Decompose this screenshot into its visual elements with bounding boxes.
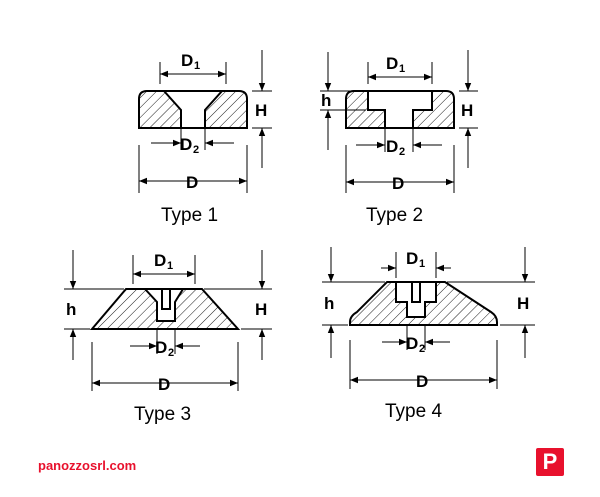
type-2-caption: Type 2 [366,205,423,226]
type-3-caption: Type 3 [134,404,191,425]
type-2-d2-label: D 2 [386,137,405,158]
svg-text:D: D [386,54,398,73]
svg-text:D: D [154,251,166,270]
svg-text:1: 1 [194,60,200,72]
svg-text:2: 2 [168,347,174,359]
type-4-d1-label: D 1 [406,249,425,270]
type-3-diagram: D 1 D 2 D h H Type 3 [64,250,272,425]
type-3-d1-label: D 1 [154,251,173,272]
type-3-h-label: H [255,300,267,319]
type-1-d2-label: D 2 [180,135,199,156]
type-1-diagram: D 1 D 2 D H Type 1 [138,50,272,226]
type-1-h-label: H [255,101,267,120]
svg-text:1: 1 [419,258,425,270]
type-2-d1-label: D 1 [386,54,405,75]
type-4-caption: Type 4 [385,401,442,422]
svg-text:D: D [386,137,398,156]
type-3-d-label: D [158,375,170,394]
type-4-d-label: D [416,372,428,391]
svg-text:D: D [155,338,167,357]
svg-text:D: D [181,51,193,70]
svg-text:D: D [406,334,418,353]
brand-logo-letter: P [542,449,558,474]
type-3-h-small-label: h [66,300,76,319]
type-4-h-small-label: h [324,294,334,313]
svg-text:1: 1 [167,260,173,272]
website-link[interactable]: panozzosrl.com [38,458,137,473]
type-2-h-small-label: h [321,91,331,110]
type-1-d-label: D [186,173,198,192]
type-3-d2-label: D 2 [155,338,174,359]
type-4-d2-label: D 2 [406,334,425,355]
type-4-h-label: H [517,294,529,313]
type-4-diagram: D 1 D 2 D h H Type 4 [322,247,535,422]
svg-text:2: 2 [419,343,425,355]
type-2-diagram: D 1 D 2 D h H Type 2 [320,50,478,226]
type-1-caption: Type 1 [161,205,218,226]
type-1-d1-label: D 1 [181,51,200,72]
svg-text:2: 2 [193,144,199,156]
svg-text:D: D [180,135,192,154]
svg-text:2: 2 [399,146,405,158]
type-2-h-label: H [461,101,473,120]
type-2-d-label: D [392,174,404,193]
svg-text:1: 1 [399,63,405,75]
svg-text:D: D [406,249,418,268]
brand-logo: P [536,448,564,476]
